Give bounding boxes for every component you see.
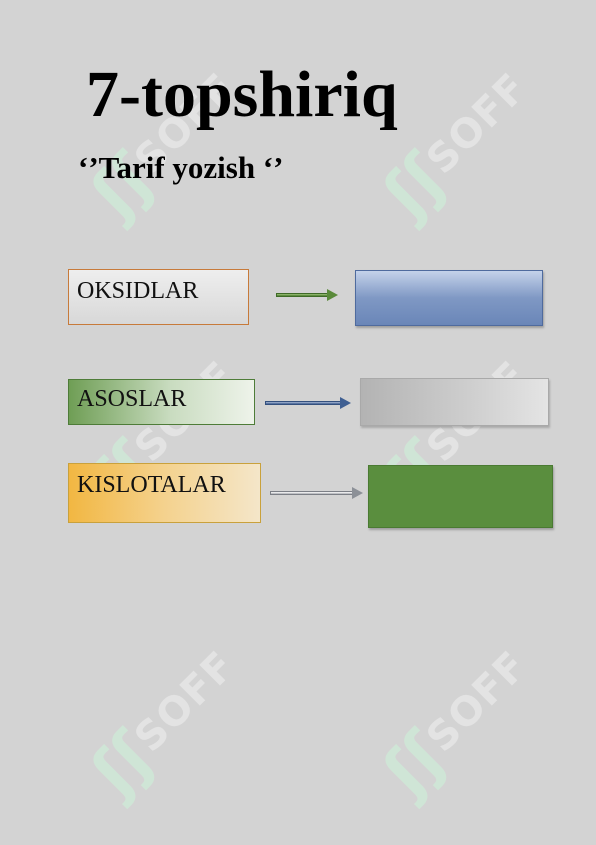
right-arrow-icon [276,289,338,301]
term-box-asoslar: ASOSLAR [68,379,255,425]
answer-box-asoslar[interactable] [360,378,549,426]
page-subtitle: ‘’Tarif yozish ‘’ [78,150,284,185]
right-arrow-icon [265,397,351,409]
term-box-oksidlar: OKSIDLAR [68,269,249,325]
page-title: 7-topshiriq [86,58,398,131]
answer-box-kislotalar[interactable] [368,465,553,528]
answer-box-oksidlar[interactable] [355,270,543,326]
watermark-logo: ʃʃ SOFF [77,642,245,810]
term-box-kislotalar: KISLOTALAR [68,463,261,523]
right-arrow-icon [270,487,363,499]
watermark-logo: ʃʃ SOFF [369,642,537,810]
